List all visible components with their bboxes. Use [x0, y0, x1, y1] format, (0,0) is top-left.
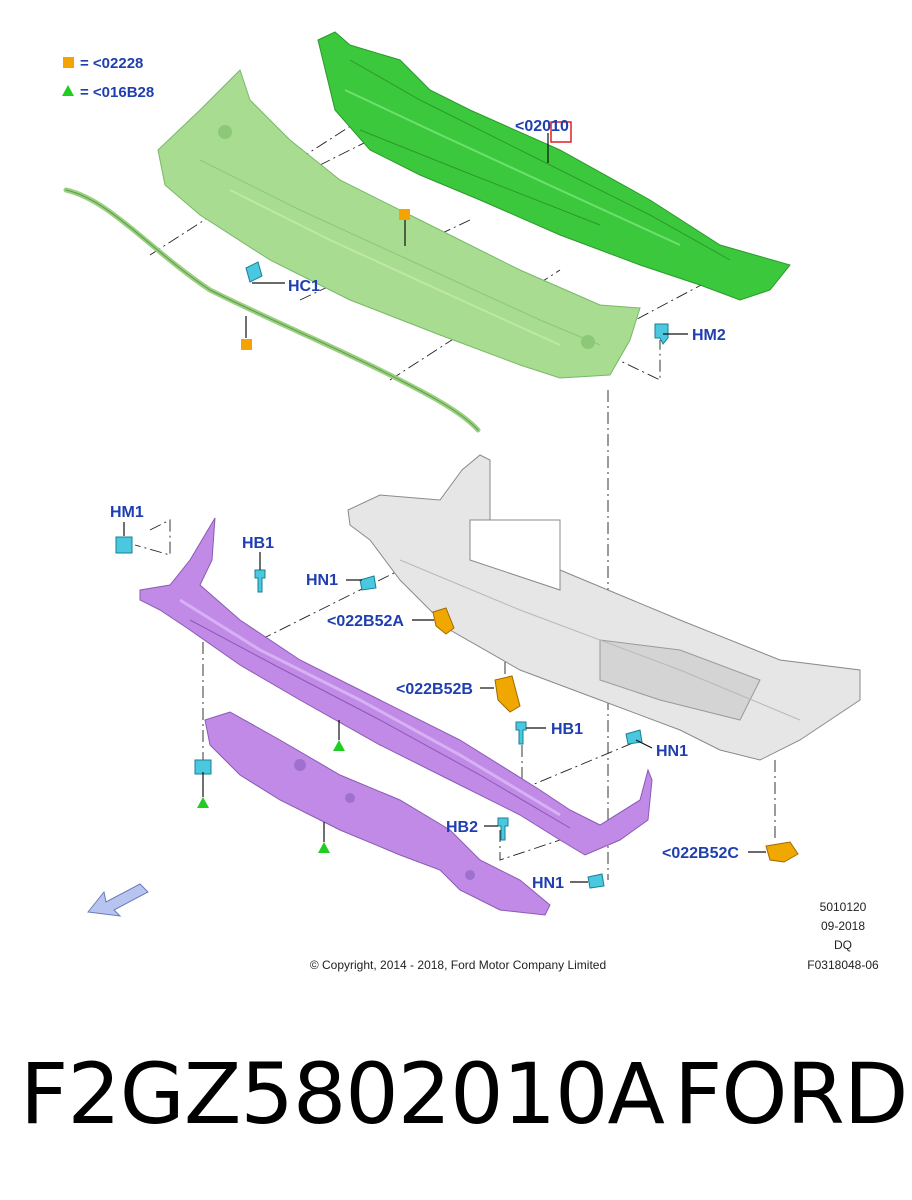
legend: = <02228 = <016B28: [62, 55, 154, 101]
callout-hn1-right: HN1: [656, 743, 688, 760]
clip-hm2-icon: [654, 323, 669, 345]
bolt-hb1-right-icon: [515, 721, 527, 745]
brand-name: FORD: [674, 1045, 908, 1143]
drawing-info: 5010120 09-2018 DQ F0318048-06: [807, 900, 879, 972]
callout-02010: <02010: [515, 118, 569, 135]
legend-triangle-icon: [62, 85, 74, 96]
panel-square-icon: [399, 209, 410, 220]
info-variant: DQ: [834, 938, 852, 952]
callout-hb1-right: HB1: [551, 721, 583, 738]
callout-022b52b: <022B52B: [396, 681, 473, 698]
callouts: <02010 HC1 HM2 HM1 HB1 HN1 <022B52A <022…: [110, 118, 739, 892]
callout-hn1-bottom: HN1: [532, 875, 564, 892]
vehicle-front-arrow-icon: [87, 883, 149, 917]
bolt-hb2-icon: [497, 817, 509, 841]
bracket-022b52c-icon: [765, 841, 799, 863]
bolt-hb1-left-icon: [254, 569, 266, 593]
legend-square-icon: [63, 57, 74, 68]
info-figure: F0318048-06: [807, 958, 879, 972]
legend-triangle-label: = <016B28: [80, 84, 154, 101]
copyright-notice: © Copyright, 2014 - 2018, Ford Motor Com…: [310, 958, 606, 972]
callout-022b52a: <022B52A: [327, 613, 404, 630]
info-code: 5010120: [820, 900, 867, 914]
cowl-grille-panel-light-green: [157, 69, 641, 379]
seal-square-icon: [241, 339, 252, 350]
bracket-022b52a-icon: [432, 607, 455, 635]
clip-lower-left-icon: [194, 759, 212, 775]
clip-hn1-top-icon: [359, 575, 377, 591]
callout-hm2: HM2: [692, 327, 726, 344]
clip-hm1-icon: [115, 536, 133, 554]
clip-hc1-icon: [245, 261, 263, 283]
clip-triangle-icon: [197, 797, 209, 808]
bracket-022b52b-icon: [494, 675, 521, 713]
brackets: [432, 607, 799, 863]
cowl-lower-panel-purple: [139, 517, 653, 856]
callout-hb1-left: HB1: [242, 535, 274, 552]
info-date: 09-2018: [821, 919, 865, 933]
exploded-parts-diagram: = <02228 = <016B28: [62, 31, 879, 972]
lower-purple-triangle-icon: [318, 842, 330, 853]
leader-lines: [123, 133, 766, 883]
upper-purple-triangle-icon: [333, 740, 345, 751]
callout-hn1-top: HN1: [306, 572, 338, 589]
part-symbols: [197, 209, 410, 853]
cowl-body-panel-gray: [347, 454, 861, 761]
cowl-lower-shield-purple: [204, 711, 551, 916]
callout-hm1: HM1: [110, 504, 144, 521]
part-number: F2GZ5802010A: [20, 1045, 665, 1143]
clip-hn1-bottom-icon: [587, 873, 605, 889]
cowl-top-panel-green: [317, 31, 791, 301]
callout-hc1: HC1: [288, 278, 320, 295]
callout-hb2: HB2: [446, 819, 478, 836]
callout-022b52c: <022B52C: [662, 845, 739, 862]
legend-square-label: = <02228: [80, 55, 143, 72]
selected-part-highlight: [550, 121, 572, 143]
